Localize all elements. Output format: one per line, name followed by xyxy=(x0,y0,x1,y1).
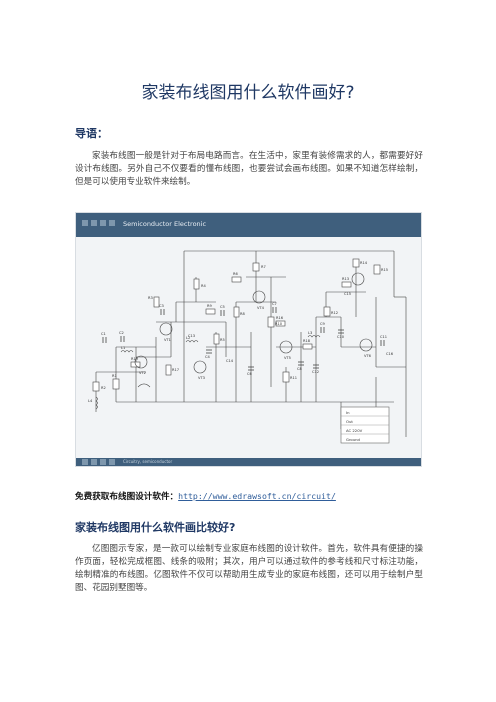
label-r14: R14 xyxy=(360,261,368,265)
label-r5: R5 xyxy=(220,338,225,342)
figure-header: Semiconductor Electronic xyxy=(76,213,421,237)
label-c9: C9 xyxy=(320,322,326,326)
label-c16: C16 xyxy=(386,352,394,356)
label-r17: R17 xyxy=(172,368,179,372)
label-r13: R13 xyxy=(342,277,349,281)
page-title: 家装布线图用什么软件画好? xyxy=(141,83,355,103)
label-r4: R4 xyxy=(201,284,206,288)
label-c13: C13 xyxy=(188,334,195,338)
intro-heading: 导语： xyxy=(75,127,108,140)
download-line: 免费获取布线图设计软件：http://www.edrawsoft.cn/circ… xyxy=(75,490,336,502)
label-r7: R7 xyxy=(261,265,266,269)
label-r11: R11 xyxy=(290,376,297,380)
label-r19: R19 xyxy=(131,357,139,361)
figure-header-title: Semiconductor Electronic xyxy=(123,220,207,228)
label-r8: R8 xyxy=(240,312,245,316)
label-vt4: VT4 xyxy=(257,306,265,310)
label-r16: R16 xyxy=(276,316,284,320)
label-r10: R10 xyxy=(275,322,283,326)
label-c3: C3 xyxy=(159,304,164,308)
download-link[interactable]: http://www.edrawsoft.cn/circuit/ xyxy=(178,491,336,501)
label-c6: C6 xyxy=(247,372,253,376)
label-c15: C15 xyxy=(344,292,351,296)
download-label: 免费获取布线图设计软件： xyxy=(75,492,179,502)
label-r12: R12 xyxy=(331,311,338,315)
label-r2: R2 xyxy=(101,386,106,390)
label-l3: L3 xyxy=(308,331,312,335)
label-r6: R6 xyxy=(233,272,238,276)
label-c14: C14 xyxy=(226,359,234,363)
legend-item-ground: Ground xyxy=(346,437,361,442)
circuit-schematic: R1 R2 R3 R4 R5 R6 R7 R8 R9 R10 R11 R12 R… xyxy=(88,250,407,444)
label-c12: C12 xyxy=(312,370,319,374)
label-vt5: VT5 xyxy=(284,356,291,360)
label-r9: R9 xyxy=(207,304,212,308)
legend-item-out: Out xyxy=(346,419,353,424)
figure-legend: In Out AC 220V Ground xyxy=(340,406,390,444)
label-r3: R3 xyxy=(148,296,153,300)
intro-paragraph: 家装布线图一般是针对于布局电路而言。在生活中，家里有装修需求的人，都需要好好设计… xyxy=(75,151,423,187)
section-paragraph: 亿图图示专家，是一款可以绘制专业家庭布线图的设计软件。首先，软件具有便捷的操作页… xyxy=(75,544,423,593)
label-vt2: VT2 xyxy=(139,371,146,375)
label-l2: L2 xyxy=(186,336,190,340)
label-vt6: VT6 xyxy=(364,354,372,358)
figure-footer: Circuitry, semiconductor xyxy=(76,458,421,466)
legend-item-ac: AC 220V xyxy=(346,428,363,433)
label-c11: C11 xyxy=(380,335,387,339)
label-l4: L4 xyxy=(88,399,93,403)
label-c7: C7 xyxy=(272,302,277,306)
label-vt1: VT1 xyxy=(164,338,171,342)
label-c2: C2 xyxy=(119,331,124,335)
section-heading: 家装布线图用什么软件画比较好? xyxy=(75,521,236,534)
circuit-figure: Semiconductor Electronic xyxy=(75,212,422,467)
label-r18: R18 xyxy=(303,339,311,343)
label-l1: L1 xyxy=(121,346,125,350)
label-c5: C5 xyxy=(220,305,225,309)
label-c1: C1 xyxy=(101,332,106,336)
label-vt3: VT3 xyxy=(198,376,205,380)
legend-item-in: In xyxy=(346,410,350,415)
figure-footer-text: Circuitry, semiconductor xyxy=(123,459,173,464)
label-c8: C8 xyxy=(297,367,303,371)
label-c10: C10 xyxy=(337,335,345,339)
label-c4: C4 xyxy=(205,355,211,359)
label-r15: R15 xyxy=(381,268,388,272)
label-r1: R1 xyxy=(112,374,117,378)
